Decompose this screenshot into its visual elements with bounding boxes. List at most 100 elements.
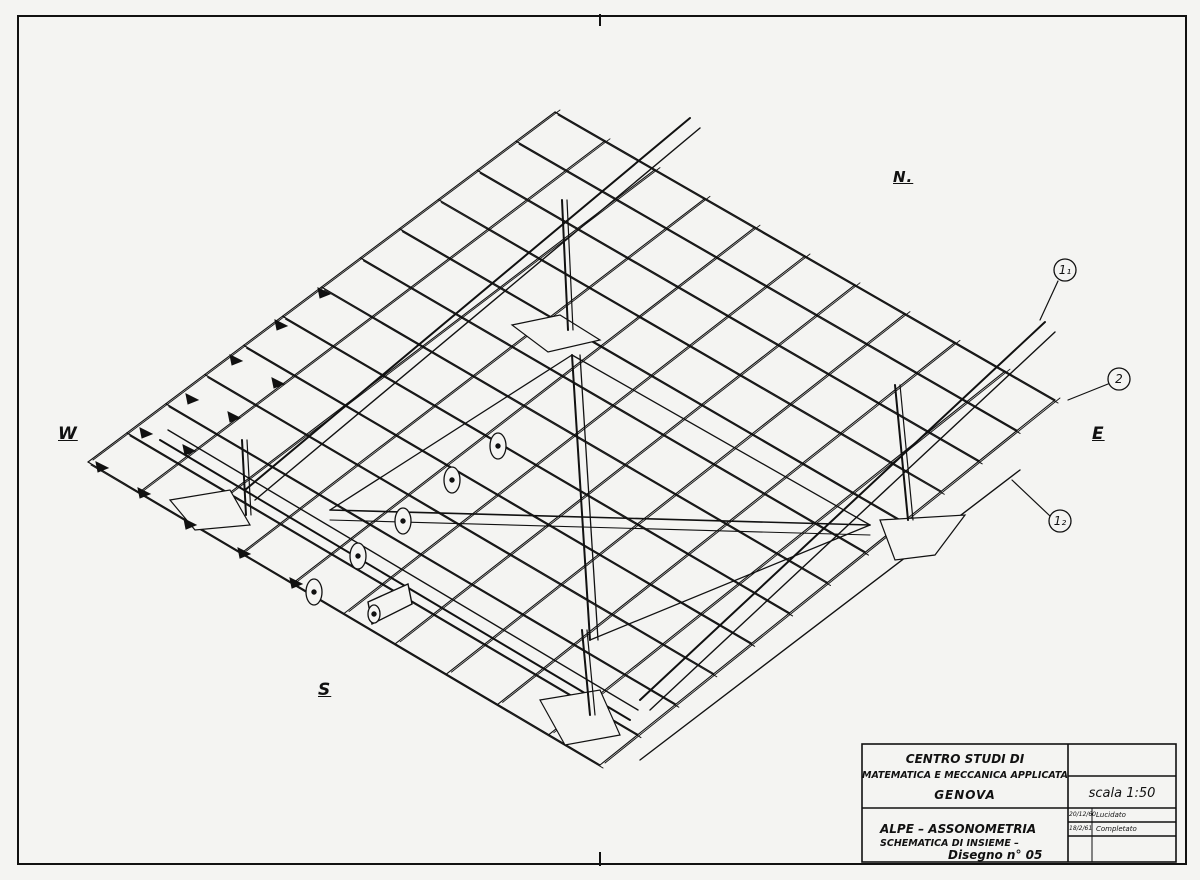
rail-long-edge-10 bbox=[168, 406, 680, 708]
motor-shaft-hub bbox=[371, 611, 377, 617]
callout-circle-0 bbox=[1053, 258, 1077, 282]
support-post-edge-3 bbox=[246, 439, 252, 516]
support-post-edge-0 bbox=[566, 199, 574, 331]
frame-structure-drawing bbox=[87, 109, 1131, 769]
edge-bracket-12 bbox=[289, 577, 304, 589]
rail-long-edge-5 bbox=[362, 260, 869, 556]
slat-cross-edge-1 bbox=[143, 138, 611, 491]
pulley-1-hub bbox=[449, 477, 455, 483]
institution-line-1: CENTRO STUDI DI bbox=[905, 752, 1025, 766]
foot-plate-west bbox=[168, 489, 251, 531]
edge-bracket-6 bbox=[271, 377, 286, 389]
pulley-4-hub bbox=[311, 589, 317, 595]
slat-cross-10 bbox=[599, 399, 1056, 766]
main-beam-north bbox=[244, 117, 691, 491]
rail-long-edge-3 bbox=[440, 202, 945, 495]
institution-line-3: GENOVA bbox=[934, 788, 996, 802]
rail-long-edge-11 bbox=[129, 435, 642, 739]
pulley-3-hub bbox=[355, 553, 361, 559]
edge-bracket-10 bbox=[183, 518, 198, 530]
slat-cross-edge-5 bbox=[348, 253, 811, 612]
drawing-title-line-1: ALPE – ASSONOMETRIA bbox=[880, 822, 1037, 836]
callout-circle-1 bbox=[1107, 367, 1131, 391]
drawing-scale: scala 1:50 bbox=[1088, 786, 1156, 801]
compass-south-label: S bbox=[318, 680, 332, 700]
callout-leader-1-1 bbox=[1039, 280, 1059, 321]
edge-bracket-9 bbox=[137, 487, 152, 499]
main-beam-south bbox=[159, 439, 631, 721]
edge-bracket-5 bbox=[95, 461, 110, 473]
central-post bbox=[571, 354, 591, 641]
edge-bracket-3 bbox=[185, 393, 200, 405]
rail-long-edge-9 bbox=[207, 377, 718, 678]
main-beam-south-edge bbox=[167, 429, 639, 711]
callout-circle-2 bbox=[1048, 509, 1072, 533]
compass-north-label: N. bbox=[893, 168, 914, 186]
callout-leader-1-2 bbox=[1011, 479, 1051, 517]
central-post-edge bbox=[579, 354, 599, 641]
slat-cross-0 bbox=[87, 111, 556, 463]
compass-west-label: W bbox=[58, 424, 78, 444]
callout-label-1-2: 1₂ bbox=[1053, 514, 1067, 528]
edge-bracket-11 bbox=[237, 547, 252, 559]
edge-bracket-7 bbox=[227, 411, 242, 423]
revision-2-note: Completato bbox=[1096, 825, 1137, 833]
brace-horizontal bbox=[329, 509, 871, 526]
revision-1-note: Lucidato bbox=[1096, 811, 1126, 819]
brace-horizontal-edge bbox=[329, 519, 871, 536]
support-post-0 bbox=[561, 199, 569, 331]
slat-cross-2 bbox=[189, 169, 656, 524]
pulley-0-hub bbox=[495, 443, 501, 449]
beam-east-lower bbox=[639, 469, 1021, 761]
support-post-1 bbox=[894, 384, 909, 521]
rail-long-edge-8 bbox=[246, 347, 756, 647]
slat-cross-8 bbox=[497, 341, 956, 705]
revision-2-date: 18/2/61 bbox=[1069, 825, 1093, 832]
main-beam-east bbox=[639, 321, 1046, 701]
rail-long-edge-1 bbox=[518, 143, 1021, 434]
slat-cross-9 bbox=[548, 370, 1006, 736]
slat-cross-edge-9 bbox=[553, 368, 1011, 734]
edge-bracket-2 bbox=[229, 354, 244, 366]
slat-cross-1 bbox=[138, 140, 606, 493]
slat-cross-3 bbox=[241, 197, 706, 554]
callout-label-2: 2 bbox=[1115, 372, 1123, 386]
foot-plate-south bbox=[539, 689, 621, 746]
callout-leader-2 bbox=[1067, 383, 1109, 401]
slat-cross-5 bbox=[343, 255, 806, 615]
sheet-border bbox=[17, 15, 1187, 865]
rail-long-edge-4 bbox=[401, 231, 907, 526]
brace-diag-east bbox=[571, 354, 871, 526]
slat-cross-7 bbox=[445, 313, 906, 675]
pulley-2-hub bbox=[400, 518, 406, 524]
institution-line-2: MATEMATICA E MECCANICA APPLICATA bbox=[862, 770, 1068, 781]
support-post-2 bbox=[581, 629, 591, 716]
support-post-edge-2 bbox=[586, 629, 596, 716]
brace-diag-west bbox=[329, 354, 573, 511]
main-beam-north-edge bbox=[254, 127, 701, 501]
slat-cross-6 bbox=[394, 284, 856, 645]
support-post-3 bbox=[241, 439, 247, 516]
edge-bracket-0 bbox=[317, 287, 332, 299]
rail-long-edge-7 bbox=[285, 318, 794, 617]
revision-1-date: 20/12/60 bbox=[1069, 811, 1096, 818]
drawing-title-line-2: SCHEMATICA DI INSIEME – bbox=[880, 838, 1019, 849]
brace-diag-south bbox=[589, 524, 871, 641]
foot-plate-east bbox=[879, 514, 967, 561]
support-post-edge-1 bbox=[899, 384, 914, 521]
slat-cross-edge-4 bbox=[297, 224, 761, 582]
slat-cross-edge-10 bbox=[604, 397, 1061, 764]
title-block bbox=[861, 743, 1177, 863]
edge-bracket-4 bbox=[139, 427, 154, 439]
rail-long-edge-12 bbox=[90, 464, 604, 769]
slat-cross-4 bbox=[292, 226, 756, 584]
slat-cross-edge-0 bbox=[92, 109, 561, 461]
compass-east-label: E bbox=[1092, 424, 1105, 444]
callout-label-1-1: 1₁ bbox=[1058, 263, 1072, 277]
edge-bracket-1 bbox=[274, 319, 289, 331]
foot-plate-north bbox=[510, 314, 602, 353]
main-beam-east-edge bbox=[649, 331, 1056, 711]
slat-cross-edge-7 bbox=[450, 311, 911, 673]
slat-cross-edge-3 bbox=[246, 195, 711, 552]
